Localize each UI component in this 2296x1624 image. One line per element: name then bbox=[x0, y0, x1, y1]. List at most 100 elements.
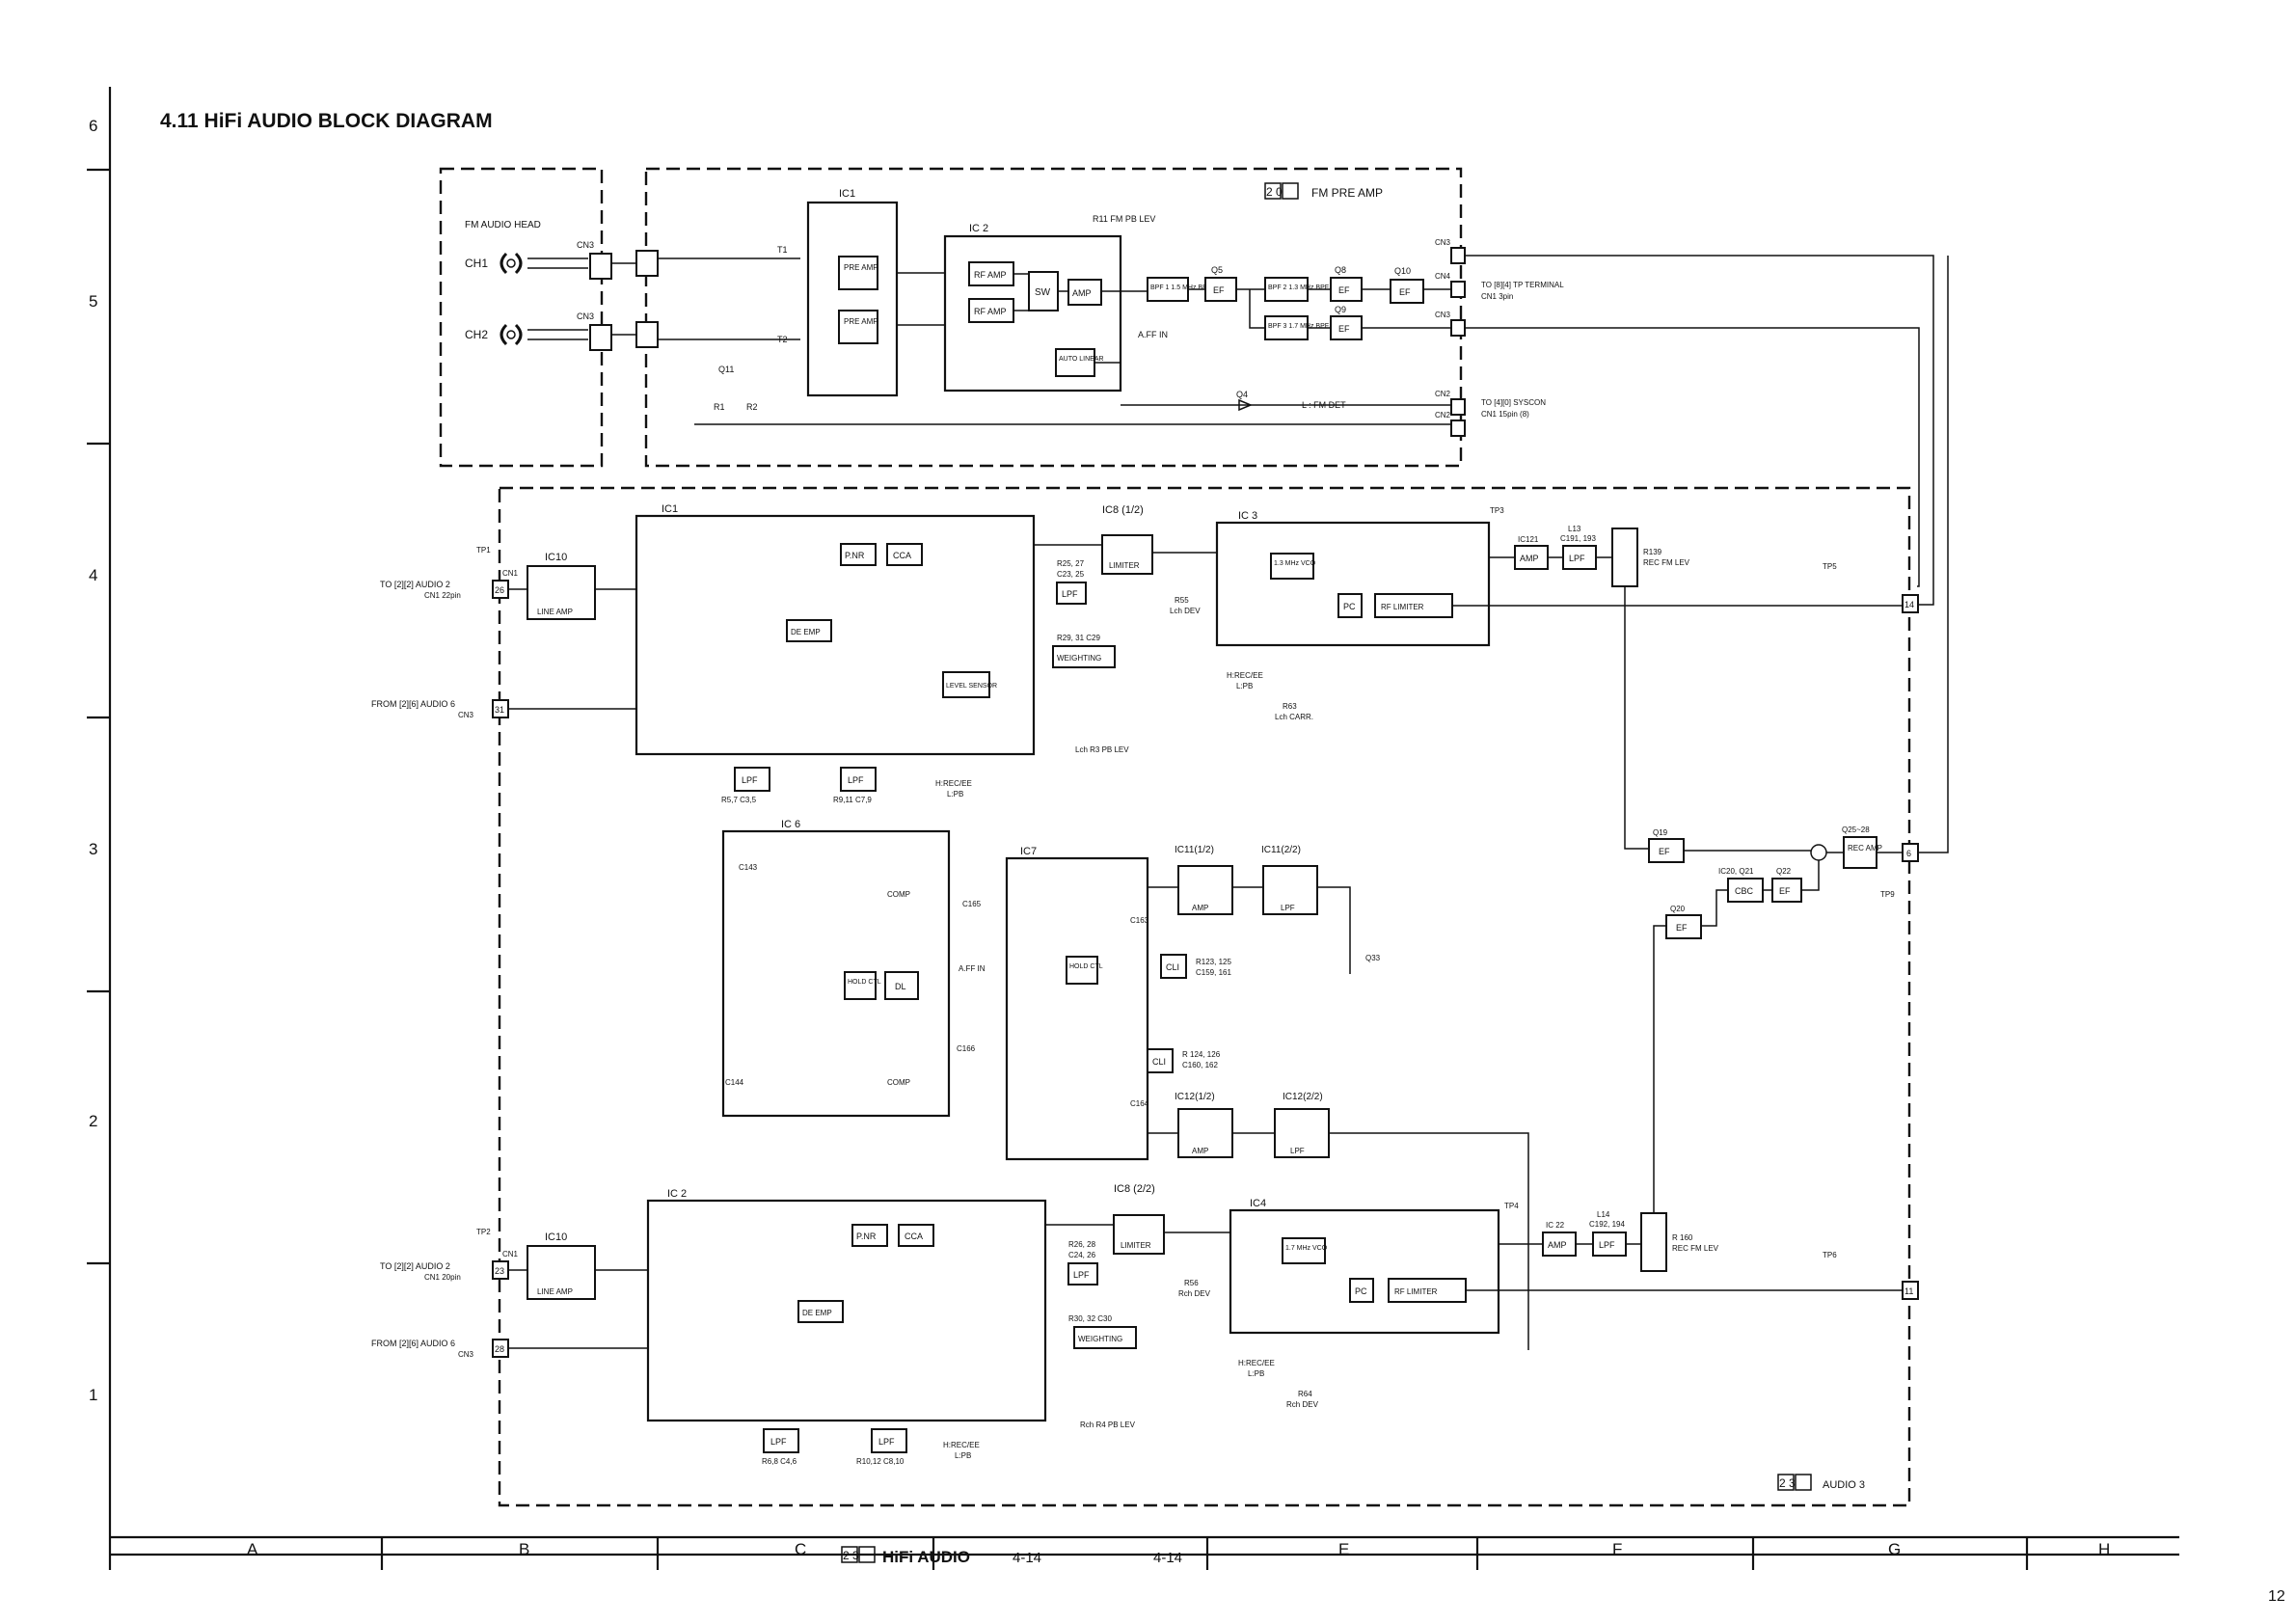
q19-ef bbox=[1648, 838, 1685, 863]
preamp-title: FM PRE AMP bbox=[1311, 186, 1383, 200]
ic2-pre-label: IC 2 bbox=[969, 223, 988, 234]
q19-label: Q19 bbox=[1653, 828, 1668, 837]
ic11b-lpf bbox=[1262, 865, 1318, 915]
q9-label: Q9 bbox=[1335, 305, 1346, 314]
cn3-pre2: CN3 bbox=[1435, 311, 1451, 319]
ic7-label: IC7 bbox=[1020, 846, 1037, 857]
ch2-label: CH2 bbox=[465, 328, 488, 341]
ic3 bbox=[1215, 521, 1491, 647]
lpb-bot: L:PB bbox=[955, 1451, 971, 1460]
line-amp-top-label: LINE AMP bbox=[537, 608, 573, 616]
switch-block bbox=[1028, 271, 1059, 311]
l13-label: L13 bbox=[1568, 525, 1581, 533]
c191-label: C191, 193 bbox=[1560, 534, 1596, 543]
pc-bot-label: PC bbox=[1355, 1286, 1367, 1296]
aff-in-label: A.FF IN bbox=[1138, 330, 1168, 339]
vco-17 bbox=[1282, 1237, 1326, 1264]
pin-28: 28 bbox=[495, 1344, 504, 1354]
to-syscon: TO [4][0] SYSCON bbox=[1481, 398, 1546, 407]
tp5-label: TP5 bbox=[1823, 562, 1837, 571]
ch2-head-icon bbox=[500, 323, 523, 346]
rf-limiter-top-label: RF LIMITER bbox=[1381, 603, 1424, 611]
rf-amp-a bbox=[968, 261, 1014, 286]
rchdev-label: Rch DEV bbox=[1178, 1289, 1211, 1298]
row-label: 5 bbox=[89, 292, 97, 311]
q2528-label: Q25~28 bbox=[1842, 826, 1870, 834]
cn2-pre: CN2 bbox=[1435, 390, 1451, 398]
l14-label: L14 bbox=[1597, 1210, 1610, 1219]
lpf-ic2-b-label: LPF bbox=[878, 1437, 895, 1447]
pc-top-label: PC bbox=[1343, 602, 1356, 611]
q5-ef-label: EF bbox=[1213, 285, 1225, 295]
rchdev2-label: Rch DEV bbox=[1286, 1400, 1319, 1409]
audio3-board-box bbox=[1795, 1474, 1812, 1491]
r26-label: R26, 28 bbox=[1068, 1240, 1096, 1249]
ic6-label: IC 6 bbox=[781, 819, 800, 830]
hold-ctl-ic7-label: HOLD CTL bbox=[1069, 963, 1103, 970]
ic10-line-amp-bot bbox=[527, 1245, 596, 1300]
ic3-label: IC 3 bbox=[1238, 510, 1257, 522]
level-sensor bbox=[942, 671, 990, 698]
pnr-bot bbox=[851, 1224, 888, 1247]
pin-14: 14 bbox=[1904, 600, 1914, 609]
lpb-ic3: L:PB bbox=[1236, 682, 1253, 690]
footer-page-left: 4-14 bbox=[1013, 1550, 1041, 1566]
r139-label: R139 bbox=[1643, 548, 1662, 556]
cn3-pre: CN3 bbox=[1435, 238, 1451, 247]
cli-a-label: CLI bbox=[1166, 962, 1179, 972]
pc-bot bbox=[1349, 1278, 1374, 1303]
footer-board-name: HiFi AUDIO bbox=[882, 1548, 970, 1566]
r55-label: R55 bbox=[1175, 596, 1189, 605]
r160-pot bbox=[1640, 1212, 1667, 1272]
to-tp-terminal-pin: CN1 3pin bbox=[1481, 292, 1513, 301]
audio3-panel bbox=[498, 486, 1911, 1507]
q20-ef-label: EF bbox=[1676, 923, 1688, 933]
r2-label: R2 bbox=[746, 402, 758, 412]
r30-label: R30, 32 C30 bbox=[1068, 1314, 1112, 1323]
lpf-ic2-b bbox=[871, 1428, 907, 1453]
l13-lpf-label: LPF bbox=[1569, 554, 1585, 563]
limiter-top bbox=[1101, 534, 1153, 575]
q8-label: Q8 bbox=[1335, 265, 1346, 275]
row-label: 6 bbox=[89, 117, 97, 135]
ch1-label: CH1 bbox=[465, 257, 488, 270]
ic22-label: IC 22 bbox=[1546, 1221, 1565, 1230]
limiter-top-label: LIMITER bbox=[1109, 561, 1140, 570]
ic12a-label: IC12(1/2) bbox=[1175, 1092, 1215, 1102]
column-label: F bbox=[1612, 1540, 1622, 1558]
bpf3-label: BPF 3 1.7 MHz BPF bbox=[1268, 323, 1329, 330]
r68-label: R6,8 C4,6 bbox=[762, 1457, 797, 1466]
footer-board-no: 2 3 bbox=[843, 1549, 859, 1562]
q20-ef bbox=[1665, 914, 1702, 939]
column-label: H bbox=[2098, 1540, 2110, 1558]
bpf2-label: BPF 2 1.3 MHz BPF bbox=[1268, 284, 1329, 291]
tp3-label: TP3 bbox=[1490, 506, 1504, 515]
hrec-ic3: H:REC/EE bbox=[1227, 671, 1263, 680]
summing-node bbox=[1810, 844, 1827, 861]
row-label: 3 bbox=[89, 840, 97, 858]
hold-ctl-ic7 bbox=[1066, 956, 1098, 985]
q5-label: Q5 bbox=[1211, 265, 1223, 275]
ic11a-amp-label: AMP bbox=[1192, 904, 1208, 912]
preamp-board-no: 2 0 bbox=[1266, 185, 1283, 199]
tp1-label: TP1 bbox=[476, 546, 491, 555]
limiter-bot bbox=[1113, 1214, 1165, 1255]
tp6-label: TP6 bbox=[1823, 1251, 1837, 1259]
lpf-bot bbox=[1067, 1262, 1098, 1286]
ic12a-amp-label: AMP bbox=[1192, 1147, 1208, 1155]
r911-label: R9,11 C7,9 bbox=[833, 796, 872, 804]
head-panel-title: FM AUDIO HEAD bbox=[465, 220, 541, 230]
preamp-cn1-b bbox=[635, 321, 659, 348]
pc-top bbox=[1337, 593, 1363, 618]
c159-label: C159, 161 bbox=[1196, 968, 1231, 977]
t2-label: T2 bbox=[777, 335, 788, 344]
c192-label: C192, 194 bbox=[1589, 1220, 1625, 1229]
rf-limiter-bot-label: RF LIMITER bbox=[1394, 1287, 1438, 1296]
pnr-top bbox=[840, 543, 877, 566]
column-label: G bbox=[1888, 1540, 1901, 1558]
r57-label: R5,7 C3,5 bbox=[721, 796, 757, 804]
de-emp-top-label: DE EMP bbox=[791, 628, 821, 636]
vco-13-label: 1.3 MHz VCO bbox=[1274, 560, 1316, 567]
pin-23: 23 bbox=[495, 1266, 504, 1276]
dl-block bbox=[884, 971, 919, 1000]
